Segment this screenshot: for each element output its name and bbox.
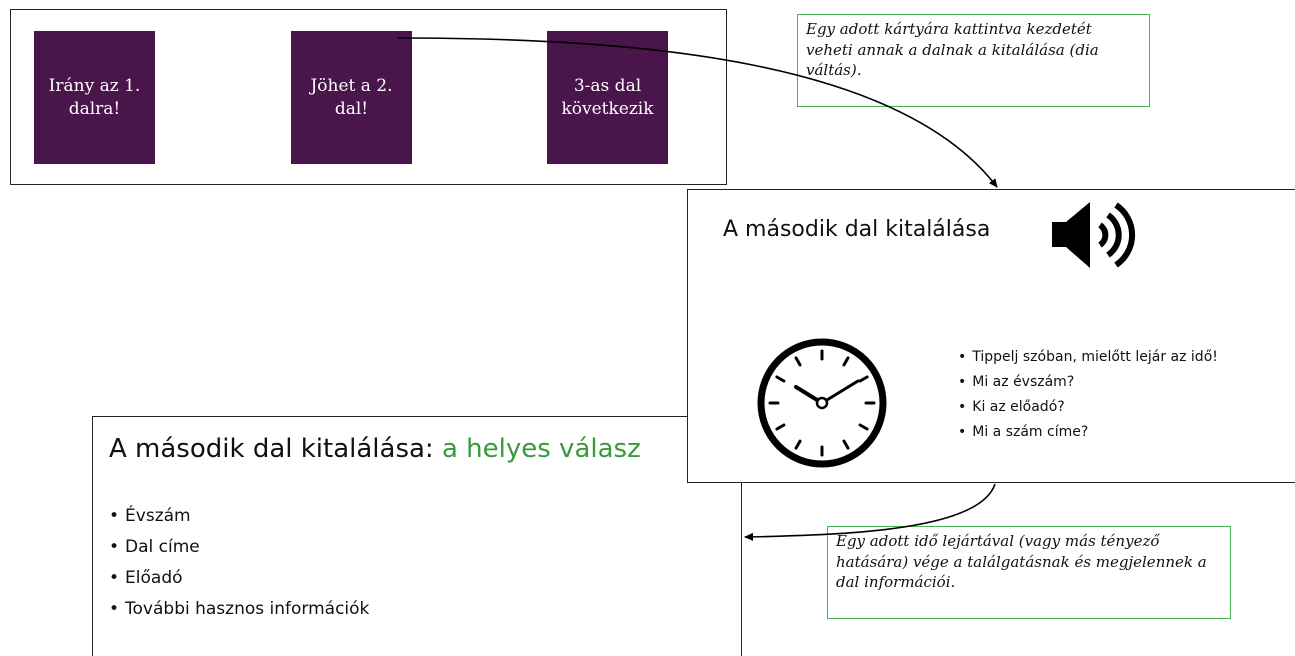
answer-list-item: Előadó bbox=[109, 563, 369, 594]
song-selection-slide: Irány az 1. dalra! Jöhet a 2. dal! 3-as … bbox=[10, 9, 727, 185]
question-item: Tippelj szóban, mielőtt lejár az idő! bbox=[958, 345, 1218, 370]
question-item: Mi az évszám? bbox=[958, 370, 1218, 395]
answer-list-item: Évszám bbox=[109, 501, 369, 532]
annotation-card-click: Egy adott kártyára kattintva kezdetét ve… bbox=[797, 14, 1150, 107]
annotation-timeout: Egy adott idő lejártával (vagy más ténye… bbox=[827, 526, 1231, 619]
song-card-2-label: Jöhet a 2. dal! bbox=[310, 76, 393, 119]
question-item: Ki az előadó? bbox=[958, 395, 1218, 420]
answer-list-item: Dal címe bbox=[109, 532, 369, 563]
annotation-timeout-text: Egy adott idő lejártával (vagy más ténye… bbox=[836, 532, 1207, 592]
clock-icon bbox=[757, 338, 887, 468]
speaker-volume-icon[interactable] bbox=[1050, 195, 1150, 277]
guessing-slide: A második dal kitalálása Tippelj szóban bbox=[687, 189, 1295, 483]
song-card-2[interactable]: Jöhet a 2. dal! bbox=[291, 31, 412, 164]
song-card-1-label: Irány az 1. dalra! bbox=[48, 76, 141, 119]
song-card-1[interactable]: Irány az 1. dalra! bbox=[34, 31, 155, 164]
question-item: Mi a szám címe? bbox=[958, 420, 1218, 445]
annotation-card-click-text: Egy adott kártyára kattintva kezdetét ve… bbox=[806, 20, 1099, 80]
answer-slide-title-highlight: a helyes válasz bbox=[441, 434, 641, 464]
answer-slide-title: A második dal kitalálása: a helyes válas… bbox=[109, 434, 641, 464]
answer-slide-title-main: A második dal kitalálása: bbox=[109, 434, 442, 464]
song-card-3-label: 3-as dal következik bbox=[561, 76, 654, 119]
song-card-3[interactable]: 3-as dal következik bbox=[547, 31, 668, 164]
answer-list: Évszám Dal címe Előadó További hasznos i… bbox=[109, 501, 369, 625]
guessing-slide-title: A második dal kitalálása bbox=[723, 217, 991, 242]
guessing-questions-list: Tippelj szóban, mielőtt lejár az idő! Mi… bbox=[958, 345, 1218, 445]
answer-slide: A második dal kitalálása: a helyes válas… bbox=[92, 416, 742, 656]
answer-list-item: További hasznos információk bbox=[109, 594, 369, 625]
